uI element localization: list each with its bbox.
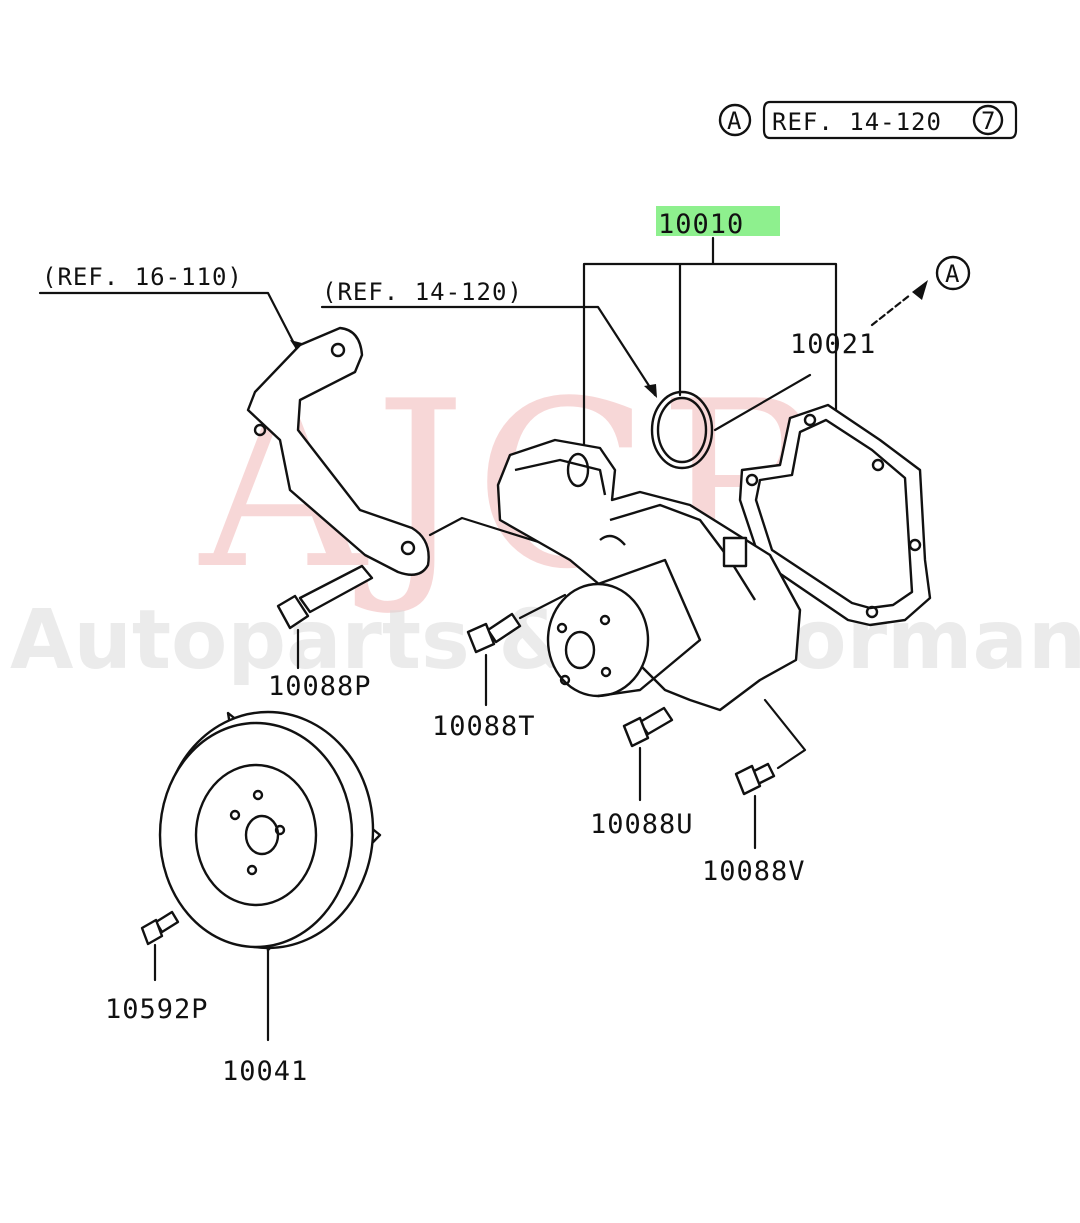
- o-ring-inner: [656, 396, 708, 464]
- part-10010-label[interactable]: 10010: [658, 209, 744, 240]
- header-reference: A REF. 14-120 7: [718, 100, 1018, 140]
- bracket-plate: [246, 326, 430, 576]
- marker-a-leader: [870, 293, 912, 327]
- bolt-hole: [252, 789, 264, 801]
- bolt-head: [276, 594, 310, 630]
- header-circle-letter: A: [727, 107, 742, 135]
- pump-hub-side: [597, 558, 702, 698]
- pulley-inner-rim: [194, 763, 318, 907]
- part-10592p-label[interactable]: 10592P: [105, 994, 209, 1025]
- circle-7-icon: [972, 104, 1004, 136]
- bolt-hole: [556, 622, 568, 634]
- bolt-head: [622, 716, 650, 748]
- bolt-hole: [253, 423, 267, 437]
- mounting-bracket: [246, 326, 430, 576]
- bolt-10088t: [466, 612, 522, 654]
- pulley-center-bore: [244, 814, 280, 856]
- circle-a-icon: [935, 255, 971, 291]
- bolt-head: [140, 918, 164, 946]
- header-circle-num: 7: [981, 107, 996, 135]
- bolt-hole: [600, 666, 612, 678]
- bolt-hole: [871, 458, 885, 472]
- pump-housing: [496, 438, 802, 712]
- bolt-hole: [599, 614, 611, 626]
- ref-16-110-label[interactable]: (REF. 16-110): [42, 263, 243, 291]
- bolt-hole: [274, 824, 286, 836]
- bolt-10088v: [734, 762, 776, 796]
- bolt-head: [734, 764, 762, 796]
- circle-a-icon: [718, 103, 752, 137]
- arrow-head-icon: [644, 384, 657, 398]
- pump-detail: [599, 534, 626, 546]
- pump-inlet: [566, 452, 590, 488]
- part-10010-highlight: [656, 206, 780, 236]
- part-10088p-label[interactable]: 10088P: [268, 671, 372, 702]
- bolt-hole: [865, 605, 879, 619]
- gasket-inner: [754, 418, 914, 610]
- marker-arrow-icon: [912, 280, 928, 300]
- part-10088u-label[interactable]: 10088U: [590, 809, 694, 840]
- gasket: [738, 403, 932, 627]
- part-10021-label[interactable]: 10021: [790, 329, 876, 360]
- bolt-hole: [330, 342, 346, 358]
- pump-hub: [546, 582, 650, 698]
- part-10088v-label[interactable]: 10088V: [702, 856, 806, 887]
- ref-14-120-label[interactable]: (REF. 14-120): [322, 278, 523, 306]
- bolt-hole: [803, 413, 817, 427]
- pump-shaft: [564, 630, 596, 670]
- ref-14-120-leader: [320, 305, 657, 397]
- pump-detail: [514, 458, 607, 496]
- bolt-shank: [486, 612, 522, 644]
- bolt-hole: [908, 538, 922, 552]
- pump-boss: [722, 536, 748, 568]
- bolt-10088u: [622, 706, 674, 748]
- pump-detail: [609, 503, 757, 601]
- bolt-10592p: [140, 910, 180, 946]
- ref-16-110-leader: [38, 291, 302, 357]
- bolt-hole: [745, 473, 759, 487]
- bolt-10088t-axis: [518, 593, 567, 620]
- bolt-shank: [298, 564, 374, 614]
- pulley: [158, 710, 382, 952]
- bolt-hole: [559, 674, 571, 686]
- bolt-hole: [246, 864, 258, 876]
- water-pump: [496, 438, 802, 712]
- part-10010-bracket: [582, 236, 838, 447]
- bolt-10088p: [276, 564, 374, 630]
- bolt-hole: [400, 540, 416, 556]
- o-ring-outer: [650, 390, 714, 470]
- header-ref-text: REF. 14-120: [772, 108, 942, 136]
- part-10021-leader: [713, 373, 812, 432]
- part-10041-label[interactable]: 10041: [222, 1056, 308, 1087]
- marker-a-letter: A: [945, 260, 960, 288]
- bolt-hole: [229, 809, 241, 821]
- o-ring: [650, 390, 714, 470]
- bolt-head: [466, 622, 496, 654]
- bolt-10088v-guide: [763, 698, 807, 770]
- part-10088t-label[interactable]: 10088T: [432, 711, 536, 742]
- header-ref-frame: [762, 100, 1018, 140]
